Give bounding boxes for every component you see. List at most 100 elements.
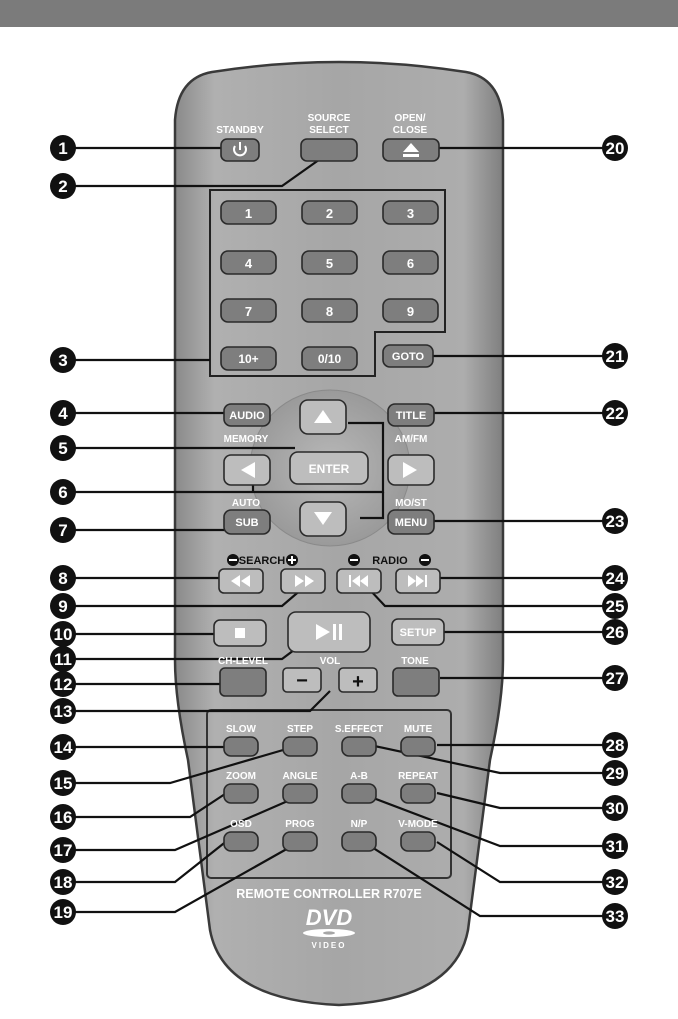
callout-6: 6 (50, 479, 76, 505)
open-close-label-line1: OPEN/ (394, 113, 425, 124)
audio-button[interactable]: AUDIO (223, 403, 271, 427)
callout-14: 14 (50, 734, 76, 760)
mo-st-label: MO/ST (395, 498, 427, 509)
menu-button[interactable]: MENU (387, 509, 435, 535)
key-8[interactable]: 8 (301, 298, 358, 323)
v-mode-button[interactable] (400, 831, 436, 852)
search-label: SEARCH (239, 555, 286, 567)
step-button[interactable] (282, 736, 318, 757)
callout-26: 26 (602, 619, 628, 645)
open-close-button[interactable] (382, 138, 440, 162)
angle-button[interactable] (282, 783, 318, 804)
callout-3: 3 (50, 347, 76, 373)
callout-27-text: 27 (606, 669, 625, 688)
tone-button[interactable] (392, 667, 440, 697)
source-label-line1: SOURCE (308, 113, 351, 124)
mute-button[interactable] (400, 736, 436, 757)
fast-forward-button[interactable] (280, 568, 326, 594)
nav-up-button[interactable] (299, 399, 347, 435)
key-6[interactable]: 6 (382, 250, 439, 275)
key-0-10[interactable]: 0/10 (301, 346, 358, 371)
callout-5: 5 (50, 435, 76, 461)
a-b-button[interactable] (341, 783, 377, 804)
rewind-button[interactable] (218, 568, 264, 594)
previous-icon (349, 575, 368, 587)
standby-button[interactable] (220, 138, 260, 162)
vol-plus-button[interactable]: + (338, 667, 378, 693)
enter-label: ENTER (309, 462, 350, 476)
callout-19-text: 19 (54, 903, 73, 922)
keypad-frame (209, 189, 446, 377)
callout-10-text: 10 (54, 625, 73, 644)
osd-label: OSD (230, 819, 252, 830)
repeat-label: REPEAT (398, 771, 438, 782)
stop-button[interactable] (213, 619, 267, 647)
callout-9: 9 (50, 593, 76, 619)
callout-12: 12 (50, 671, 76, 697)
power-icon (233, 142, 247, 157)
nav-right-button[interactable] (387, 454, 435, 486)
repeat-button[interactable] (400, 783, 436, 804)
ch-level-label: CH-LEVEL (218, 656, 268, 667)
key-2[interactable]: 2 (301, 200, 358, 225)
stop-icon (235, 628, 245, 638)
mute-label: MUTE (404, 724, 433, 735)
callouts-right: 20 21 22 23 24 25 26 27 28 29 30 31 32 3… (602, 135, 628, 929)
callout-24-text: 24 (606, 569, 625, 588)
enter-button[interactable]: ENTER (289, 451, 369, 485)
play-pause-button[interactable] (287, 611, 371, 653)
source-select-button[interactable] (300, 138, 358, 162)
callout-7: 7 (50, 517, 76, 543)
standby-label: STANDBY (216, 125, 264, 136)
next-icon (408, 575, 427, 587)
callout-15: 15 (50, 770, 76, 796)
callout-25: 25 (602, 593, 628, 619)
nav-down-button[interactable] (299, 501, 347, 537)
callout-32-text: 32 (606, 873, 625, 892)
setup-button[interactable]: SETUP (391, 618, 445, 646)
callout-4-text: 4 (58, 404, 68, 423)
osd-button[interactable] (223, 831, 259, 852)
key-5[interactable]: 5 (301, 250, 358, 275)
key-7[interactable]: 7 (220, 298, 277, 323)
tone-label: TONE (401, 656, 429, 667)
ch-level-button[interactable] (219, 667, 267, 697)
goto-button[interactable]: GOTO (382, 344, 434, 368)
n-p-label: N/P (351, 819, 368, 830)
n-p-button[interactable] (341, 831, 377, 852)
s-effect-button[interactable] (341, 736, 377, 757)
key-3[interactable]: 3 (382, 200, 439, 225)
key-9[interactable]: 9 (382, 298, 439, 323)
previous-button[interactable] (336, 568, 382, 594)
key-1-label: 1 (245, 206, 252, 221)
vol-plus-label: + (352, 671, 364, 693)
key-4[interactable]: 4 (220, 250, 277, 275)
key-10-plus[interactable]: 10+ (220, 346, 277, 371)
slow-button[interactable] (223, 736, 259, 757)
prog-button[interactable] (282, 831, 318, 852)
source-label-line2: SELECT (309, 125, 348, 136)
callout-33-text: 33 (606, 907, 625, 926)
callout-30: 30 (602, 795, 628, 821)
callout-5-text: 5 (58, 439, 67, 458)
vol-minus-button[interactable]: − (282, 667, 322, 693)
sub-button[interactable]: SUB (223, 509, 271, 535)
function-frame (206, 709, 452, 879)
key-10-plus-label: 10+ (238, 352, 258, 366)
key-2-label: 2 (326, 206, 333, 221)
nav-left-button[interactable] (223, 454, 271, 486)
arrow-left-icon (241, 462, 255, 478)
header-bar (0, 0, 678, 27)
callout-9-text: 9 (58, 597, 67, 616)
title-button[interactable]: TITLE (387, 403, 435, 427)
next-button[interactable] (395, 568, 441, 594)
callout-8: 8 (50, 565, 76, 591)
callout-11-text: 11 (54, 650, 72, 669)
numeric-keypad: 1 2 3 4 5 6 7 8 9 10+ 0/10 GOTO (220, 200, 439, 371)
callout-22: 22 (602, 400, 628, 426)
key-1[interactable]: 1 (220, 200, 277, 225)
goto-label: GOTO (392, 351, 425, 363)
zoom-button[interactable] (223, 783, 259, 804)
key-0-10-label: 0/10 (318, 352, 342, 366)
eject-icon (403, 143, 419, 157)
